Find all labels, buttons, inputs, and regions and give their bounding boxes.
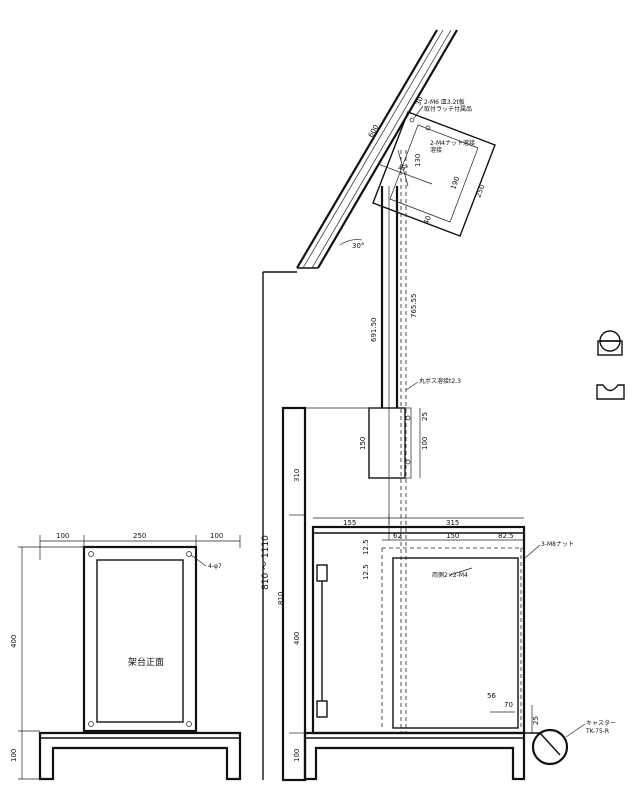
dim-base-height: 100 — [293, 749, 301, 762]
clamp-block: 丸ボス溶接t2.3 150 25 100 — [359, 377, 461, 479]
dim-upper-length: 691.50 — [370, 318, 378, 343]
caster-model: TK-75-R — [585, 728, 609, 735]
bolt-note: 2-M6 皿3.2t板 — [424, 98, 465, 106]
dim-sub-150: 150 — [446, 532, 459, 540]
cabinet-body: 155 315 62 150 82.5 3-M8ナット 両側2×2-M4 12.… — [311, 514, 574, 735]
dim-head-250: 250 — [474, 183, 486, 198]
dim-sub-82-5: 82.5 — [498, 532, 514, 540]
m8-note: 3-M8ナット — [541, 541, 574, 548]
dim-v-12-5a: 12.5 — [362, 539, 370, 555]
dim-clamp-25: 25 — [421, 412, 429, 421]
dim-lower-height: 400 — [293, 632, 301, 645]
dim-span-right: 315 — [446, 519, 459, 527]
dim-v-12-5b: 12.5 — [362, 564, 370, 580]
dim-arm-angle: 30° — [352, 242, 364, 250]
dim-head-190: 190 — [449, 175, 461, 190]
side-post: 310 400 810 100 810 ～ 1110 — [261, 271, 380, 782]
dim-head-130: 130 — [414, 154, 422, 167]
dim-head-30: 30 — [414, 96, 425, 107]
caster: キャスター TK-75-R — [524, 719, 616, 766]
dim-mid-height: 310 — [293, 469, 301, 482]
dim-front-base: 100 — [10, 749, 18, 762]
height-range-note: 810 ～ 1110 — [261, 535, 271, 590]
dim-small-70: 70 — [504, 701, 513, 709]
dim-head-45: 45° — [398, 165, 409, 172]
dim-small-56: 56 — [487, 692, 496, 700]
dim-front-right: 100 — [210, 532, 223, 540]
dim-clamp-150: 150 — [359, 437, 367, 450]
dim-total-height: 810 — [277, 592, 285, 605]
dim-front-height: 400 — [10, 635, 18, 648]
bolt-note-2: 取付ラッチ付属品 — [424, 105, 472, 113]
weld-note: 丸ボス溶接t2.3 — [419, 377, 461, 385]
front-base-frame — [38, 731, 242, 781]
dim-upper-length-2: 765.55 — [410, 294, 418, 319]
front-body — [82, 545, 198, 733]
dim-clamp-100: 100 — [421, 437, 429, 450]
nut-note-2: 溶接 — [430, 146, 442, 154]
caster-label: キャスター — [586, 719, 616, 727]
upper-post: 691.50 765.55 — [370, 150, 418, 732]
dim-head-40: 40 — [422, 215, 433, 226]
dim-front-middle: 250 — [133, 532, 146, 540]
pipe-section-symbol — [597, 330, 623, 356]
hole-note: 4-φ7 — [208, 563, 222, 570]
front-panel-label: 架台正面 — [128, 656, 164, 668]
mounting-head: 2-M6 皿3.2t板 取付ラッチ付属品 2-M4ナット溶接 溶接 130 19… — [372, 96, 496, 237]
nut-note: 2-M4ナット溶接 — [430, 139, 475, 147]
side-base-frame — [303, 731, 526, 781]
dim-front-left: 100 — [56, 532, 69, 540]
channel-section-symbol — [596, 384, 625, 400]
side-view: 600 30° 2-M6 皿3.2t板 取付ラッチ付属品 2-M4ナット溶接 溶… — [261, 29, 616, 782]
front-panel — [96, 559, 184, 723]
dim-sub-62: 62 — [393, 532, 402, 540]
dim-small-25: 25 — [532, 716, 540, 725]
tap-note: 両側2×2-M4 — [432, 571, 468, 579]
dim-span-left: 155 — [343, 519, 356, 527]
front-view: 100 250 100 4-φ7 架台正面 400 100 — [10, 532, 242, 781]
